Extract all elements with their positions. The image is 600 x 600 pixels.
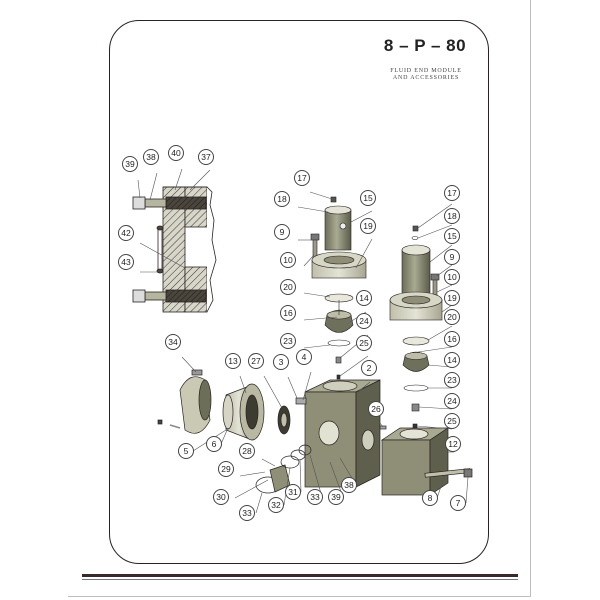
page-title: 8 – P – 80 [383, 36, 467, 55]
part-callout-40: 40 [168, 145, 184, 161]
part-callout-39: 39 [328, 489, 344, 505]
part-callout-6: 6 [206, 436, 222, 452]
clamp-and-flange [157, 369, 291, 441]
part-callout-42: 42 [118, 225, 134, 241]
page-edge-bottom [68, 596, 531, 597]
part-callout-19: 19 [444, 290, 460, 306]
suction-module [380, 427, 473, 496]
part-callout-20: 20 [280, 279, 296, 295]
part-callout-33: 33 [239, 505, 255, 521]
right-valve-stack [389, 225, 443, 429]
page-subtitle: FLUID END MODULE AND ACCESSORIES [366, 68, 486, 82]
part-callout-3: 3 [273, 354, 289, 370]
part-callout-15: 15 [360, 190, 376, 206]
part-callout-9: 9 [444, 249, 460, 265]
part-callout-24: 24 [444, 393, 460, 409]
part-callout-10: 10 [280, 252, 296, 268]
part-callout-37: 37 [198, 149, 214, 165]
part-callout-7: 7 [450, 495, 466, 511]
part-callout-17: 17 [444, 185, 460, 201]
part-callout-16: 16 [280, 305, 296, 321]
part-callout-32: 32 [268, 497, 284, 513]
part-callout-34: 34 [165, 334, 181, 350]
part-callout-8: 8 [422, 490, 438, 506]
part-callout-13: 13 [225, 353, 241, 369]
footer-rule-thin [82, 579, 518, 580]
part-callout-38: 38 [143, 149, 159, 165]
seal-ring-stack [255, 444, 312, 494]
part-callout-14: 14 [444, 352, 460, 368]
part-callout-10: 10 [444, 269, 460, 285]
page-edge-right [530, 0, 531, 597]
part-callout-26: 26 [368, 401, 384, 417]
part-callout-25: 25 [444, 413, 460, 429]
left-valve-stack [310, 196, 367, 380]
part-callout-24: 24 [356, 313, 372, 329]
part-callout-20: 20 [444, 309, 460, 325]
part-callout-29: 29 [218, 461, 234, 477]
part-callout-16: 16 [444, 331, 460, 347]
part-callout-23: 23 [444, 372, 460, 388]
part-callout-14: 14 [356, 290, 372, 306]
subtitle-line-1: FLUID END MODULE [390, 68, 462, 74]
part-callout-33: 33 [307, 489, 323, 505]
part-callout-9: 9 [274, 224, 290, 240]
part-callout-30: 30 [213, 489, 229, 505]
drawing-frame [109, 20, 489, 564]
part-callout-27: 27 [248, 353, 264, 369]
part-callout-39: 39 [122, 156, 138, 172]
part-callout-23: 23 [280, 333, 296, 349]
part-callout-17: 17 [294, 170, 310, 186]
footer-rule-thick [82, 574, 518, 577]
part-callout-38: 38 [341, 477, 357, 493]
part-callout-15: 15 [444, 228, 460, 244]
part-callout-25: 25 [356, 335, 372, 351]
part-callout-5: 5 [178, 443, 194, 459]
fluid-end-body [295, 379, 387, 488]
part-callout-31: 31 [285, 484, 301, 500]
part-callout-4: 4 [296, 349, 312, 365]
part-callout-18: 18 [444, 208, 460, 224]
section-view [132, 186, 217, 313]
part-callout-19: 19 [360, 218, 376, 234]
part-callout-2: 2 [361, 360, 377, 376]
subtitle-line-2: AND ACCESSORIES [392, 75, 460, 81]
part-callout-12: 12 [445, 436, 461, 452]
part-callout-18: 18 [274, 191, 290, 207]
part-callout-43: 43 [118, 254, 134, 270]
part-callout-28: 28 [239, 443, 255, 459]
